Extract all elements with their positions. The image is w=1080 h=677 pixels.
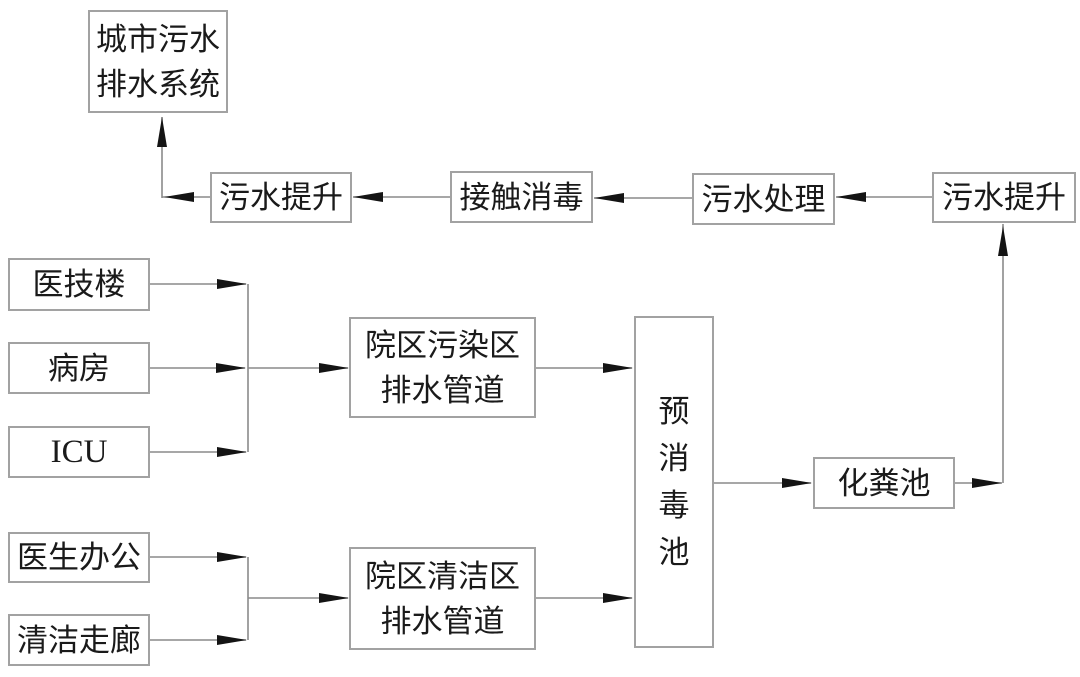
arrowhead-into-city: [157, 117, 167, 147]
node-septic-tank: 化粪池: [813, 457, 955, 509]
node-label: 污水处理: [701, 181, 826, 217]
arrowhead-into-dirty-pipe: [319, 363, 349, 373]
arrowhead-ward: [216, 363, 246, 373]
node-label: 病房: [48, 350, 110, 386]
arrowhead-into-contact: [594, 193, 624, 203]
node-label-line: 城市污水: [96, 21, 220, 57]
node-label: 污水提升: [219, 180, 343, 215]
arrowhead-septic-elbow: [972, 478, 1002, 488]
node-label-line: 院区清洁区: [365, 558, 520, 594]
node-label-char: 池: [658, 535, 690, 570]
node-contact-disinfection: 接触消毒: [450, 171, 593, 223]
arrowhead-clean-into-pretank: [603, 593, 633, 603]
node-medical-tech-building: 医技楼: [8, 258, 150, 311]
arrowhead-dirty-into-pretank: [603, 363, 633, 373]
node-label-char: 消: [658, 441, 690, 476]
arrowhead-techbuilding: [217, 279, 247, 289]
arrowhead-office: [217, 552, 247, 562]
arrowhead-into-lift-left: [353, 192, 383, 202]
node-sewage-treatment: 污水处理: [692, 173, 835, 225]
arrowhead-into-septic: [782, 478, 812, 488]
node-label-line: 排水系统: [96, 66, 220, 102]
arrowhead-into-clean-pipe: [319, 593, 349, 603]
node-label: 医技楼: [32, 267, 126, 302]
node-label-line: 排水管道: [380, 372, 505, 408]
node-label: 接触消毒: [459, 179, 584, 215]
arrowhead-into-treatment: [836, 192, 866, 202]
node-sewage-lift-right: 污水提升: [932, 172, 1076, 223]
node-clean-corridor: 清洁走廊: [8, 614, 150, 666]
node-label: 清洁走廊: [17, 622, 141, 658]
node-label: 医生办公: [17, 540, 141, 575]
node-label: 化粪池: [837, 465, 931, 501]
arrowhead-at-elbow: [164, 192, 194, 202]
node-sewage-lift-left: 污水提升: [210, 172, 352, 223]
node-label: ICU: [50, 433, 108, 470]
node-pre-disinfection-tank: 预 消 毒 池: [634, 316, 714, 648]
node-label-line: 院区污染区: [365, 327, 520, 363]
node-label-char: 预: [658, 394, 690, 429]
node-city-sewage-system: 城市污水 排水系统: [88, 10, 228, 113]
node-icu: ICU: [8, 426, 150, 478]
arrowhead-into-lift-right: [998, 226, 1008, 256]
node-dirty-area-pipe: 院区污染区 排水管道: [349, 317, 536, 418]
arrowhead-icu: [217, 447, 247, 457]
node-clean-area-pipe: 院区清洁区 排水管道: [349, 547, 536, 650]
node-label-line: 排水管道: [380, 603, 505, 639]
node-doctor-office: 医生办公: [8, 532, 150, 583]
node-label-char: 毒: [658, 488, 690, 523]
node-label: 污水提升: [942, 180, 1066, 215]
arrowhead-corridor: [217, 635, 247, 645]
node-ward: 病房: [8, 342, 150, 394]
